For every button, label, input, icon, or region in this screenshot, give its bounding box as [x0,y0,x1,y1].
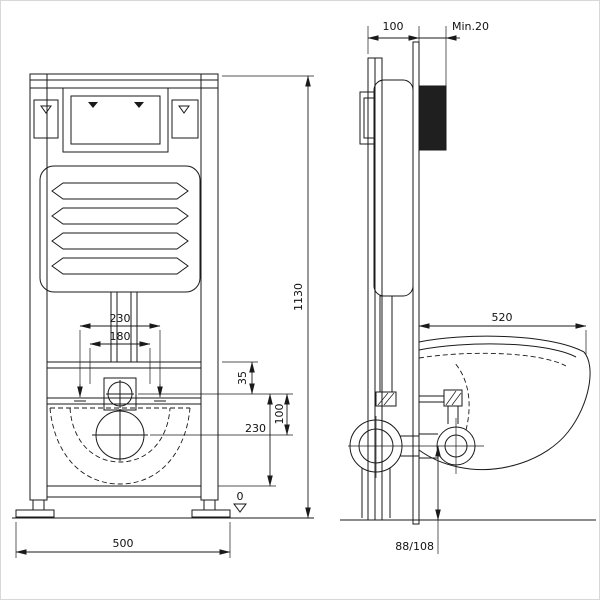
wall-section-block [418,85,447,151]
level-triangle-left-icon [40,105,52,114]
dim-label-total-height: 1130 [292,283,305,311]
fixing-bolts [74,384,166,402]
dim-label-offset-top: 35 [236,371,249,385]
toilet-bowl-front [49,407,191,485]
side-dimensions: 100 Min.20 520 88/108 [367,20,587,554]
dim-label-bolt-spacing-outer: 230 [110,312,131,325]
frame-feet [15,499,231,518]
front-view: 0 [12,73,314,519]
mount-bracket-left [33,99,59,139]
flush-mark-right-icon [134,102,144,108]
wall-rail [412,41,420,525]
datum-triangle-icon [233,503,247,513]
dim-label-frame-depth: 100 [383,20,404,33]
dim-label-min-clearance: Min.20 [452,20,489,33]
flush-connection [375,389,463,424]
dim-label-outlet-height: 88/108 [395,540,434,553]
soil-elbow [349,419,419,518]
cistern-side [373,79,414,297]
outlet-connector [348,416,484,478]
level-triangle-right-icon [178,105,190,114]
support-band [47,361,201,405]
frame-right-post [200,73,219,501]
flush-pipe-front [110,291,138,363]
flush-plate [33,87,199,153]
cistern-front [39,165,201,293]
dim-label-floor-zero: 0 [237,490,244,503]
dim-label-bolt-spacing-inner: 180 [110,330,131,343]
dim-label-drain-offset: 100 [273,404,286,425]
flush-mark-left-icon [88,102,98,108]
flush-actuator-side [359,91,375,145]
toilet-bowl-side [418,335,591,470]
side-view [340,41,596,525]
drain-fitting [103,377,137,411]
frame-top-rail [29,73,219,89]
dim-label-drain-height: 230 [245,422,266,435]
floor-level-marker: 0 [233,490,247,513]
dim-label-bowl-depth: 520 [492,311,513,324]
front-dimensions: 230 180 35 230 100 1130 500 [15,75,314,558]
mount-bracket-right [171,99,199,139]
dim-label-frame-width: 500 [113,537,134,550]
